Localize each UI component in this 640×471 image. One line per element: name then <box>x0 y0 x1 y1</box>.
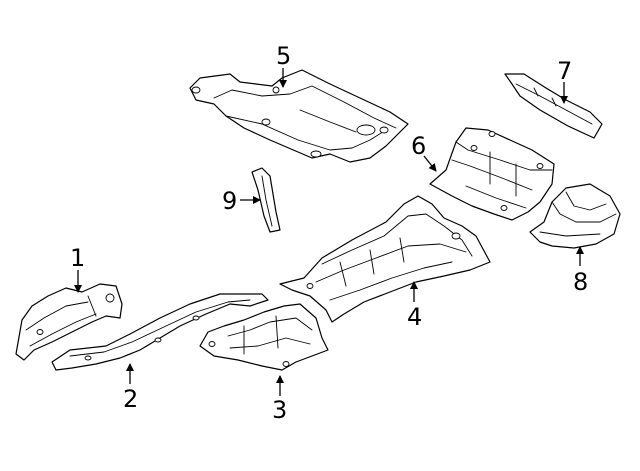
part-4-center-tunnel-shield[interactable] <box>279 195 491 323</box>
part-3-floor-shield[interactable] <box>199 303 329 371</box>
part-8-heat-shield[interactable] <box>529 183 621 249</box>
leader-6 <box>423 155 437 172</box>
callout-8: 8 <box>573 268 588 296</box>
part-5-heat-shield[interactable] <box>189 69 409 163</box>
part-7-bracket[interactable] <box>504 73 603 139</box>
part-1-left-shield[interactable] <box>15 283 123 361</box>
callout-9: 9 <box>222 187 237 215</box>
callout-6: 6 <box>411 132 426 160</box>
part-2-side-rail[interactable] <box>51 293 269 371</box>
callout-1: 1 <box>70 244 85 272</box>
callout-2: 2 <box>123 385 138 413</box>
callout-5: 5 <box>276 42 291 70</box>
part-6-tunnel-shield[interactable] <box>429 127 555 221</box>
callout-3: 3 <box>272 396 287 424</box>
callout-7: 7 <box>557 57 572 85</box>
callout-4: 4 <box>407 303 422 331</box>
